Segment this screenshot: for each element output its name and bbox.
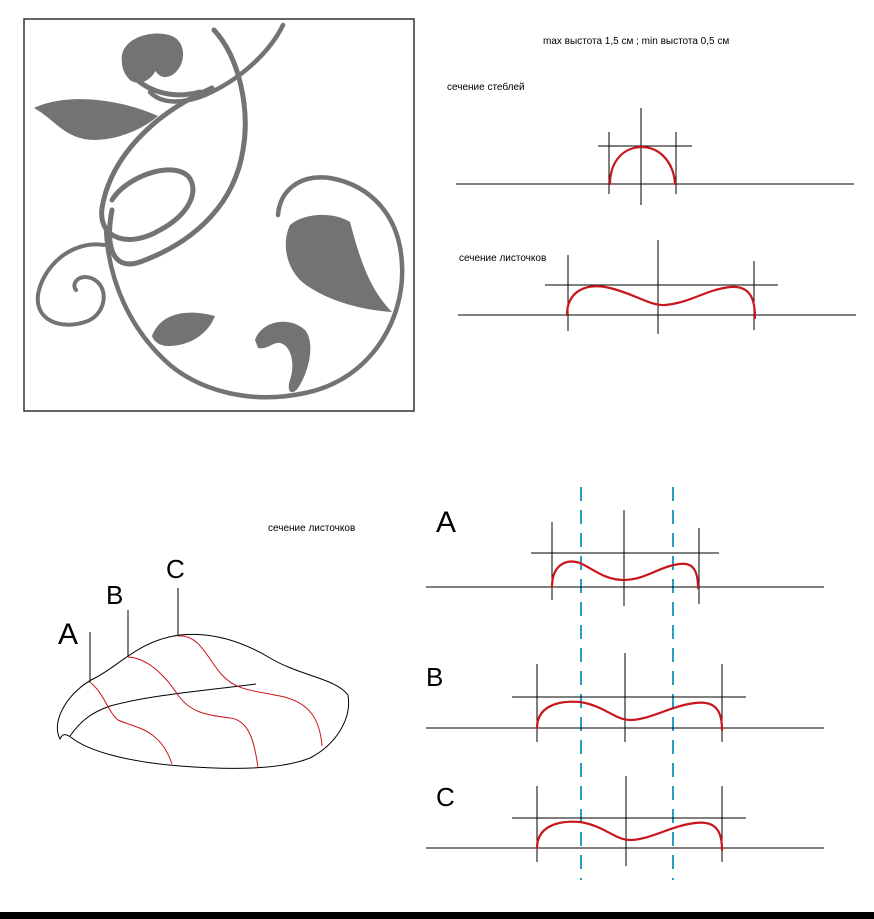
- stem-upper-curl: [147, 22, 286, 104]
- profile-label-c: C: [436, 782, 455, 812]
- leaves-section-label-bottom: сечение листочков: [268, 523, 355, 534]
- leaf-section-a: [90, 682, 173, 765]
- leaf-marker-b: B: [106, 580, 123, 610]
- profile-b: B: [426, 653, 824, 742]
- stem-profile-curve: [608, 145, 677, 186]
- leaf-top-profile-curve: [565, 285, 757, 320]
- stem-cross-section: [456, 108, 854, 205]
- profile-c: C: [426, 776, 824, 866]
- leaf-section-c: [177, 635, 323, 747]
- leaf-sketch-fold: [69, 683, 257, 737]
- leaves-section-label-top: сечение листочков: [459, 253, 546, 264]
- leaf-bottom-curl: [255, 321, 311, 393]
- ornament-frame: [23, 18, 415, 412]
- stem-left-loop: [99, 85, 215, 242]
- leaf-top-curl: [121, 33, 184, 83]
- leaf-bottom-small: [152, 312, 215, 346]
- bottom-edge-bar: [0, 912, 874, 919]
- stems-section-label: сечение стеблей: [447, 81, 525, 93]
- ornament-panel: [23, 18, 415, 412]
- stem-small-spiral: [35, 242, 106, 327]
- leaf-marker-a: A: [58, 618, 78, 651]
- stem-lower-sweep: [103, 175, 405, 400]
- leaf-marker-c: C: [166, 554, 185, 584]
- profile-label-b: B: [426, 662, 443, 692]
- profile-c-curve: [535, 820, 724, 852]
- profile-b-curve: [535, 700, 724, 732]
- profile-label-a: A: [436, 506, 456, 539]
- leaf-cross-section-top: [458, 240, 856, 334]
- profile-a-curve: [550, 560, 700, 590]
- leaf-sketch: A B C: [56, 554, 350, 769]
- leaf-section-b: [127, 656, 259, 769]
- leaf-sketch-outline: [56, 633, 350, 769]
- leaf-top-left: [34, 99, 158, 140]
- profile-a: A: [426, 506, 824, 606]
- main-stem: [107, 27, 248, 267]
- dash-guides: [580, 487, 674, 880]
- leaf-right-large: [285, 214, 392, 312]
- height-note: max выстота 1,5 см ; min выстота 0,5 см: [543, 36, 729, 47]
